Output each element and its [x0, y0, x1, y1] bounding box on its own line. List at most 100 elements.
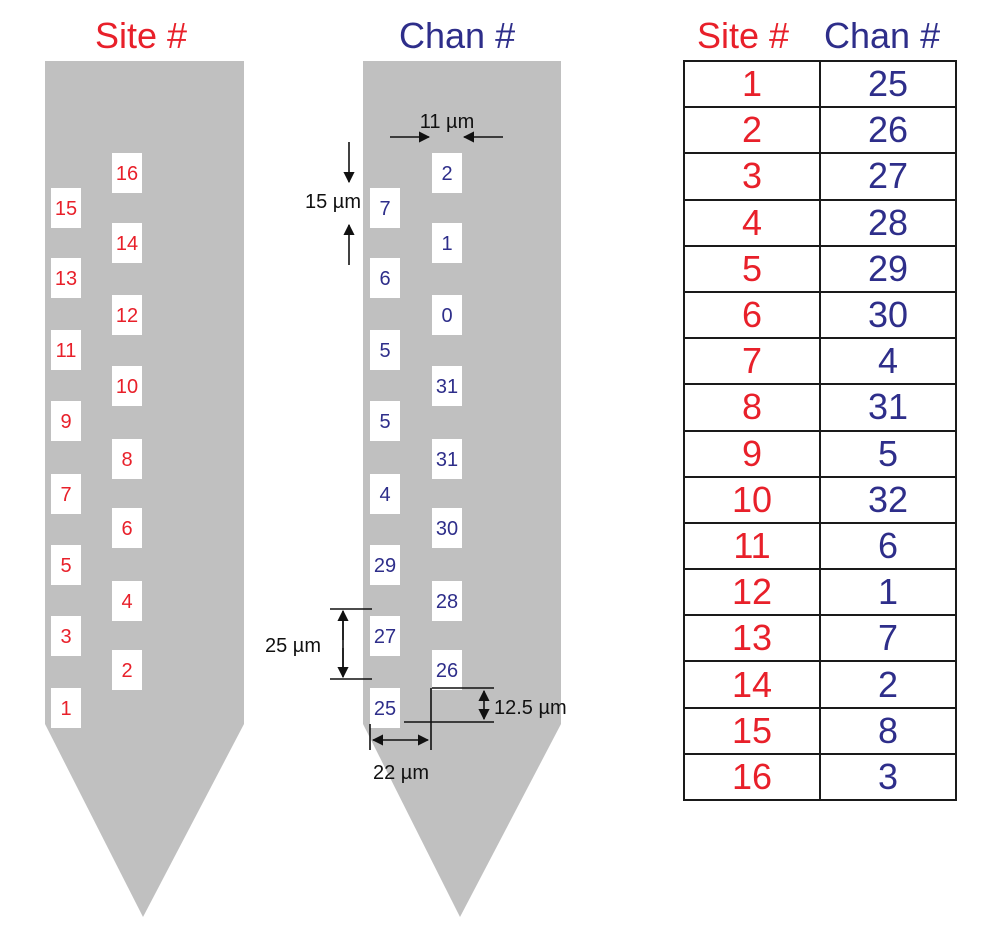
site-label: 12: [116, 305, 138, 327]
table-chan-header: Chan #: [824, 15, 941, 56]
site-cell: 15: [683, 706, 821, 755]
pad-width-dimension: 11 µm: [390, 111, 503, 143]
pad-height-dimension: 15 µm: [305, 142, 361, 265]
chan-cell: 29: [819, 244, 957, 293]
site-pad: [112, 223, 142, 263]
channel-label: 31: [436, 376, 458, 398]
site-label: 6: [121, 518, 132, 540]
channel-pad: [432, 508, 462, 548]
channel-pad: [370, 401, 400, 441]
site-cell: 6: [683, 290, 821, 340]
channel-pad: [432, 581, 462, 621]
channel-label: 5: [379, 411, 390, 433]
site-cell: 4: [683, 198, 821, 247]
chan-cell: 32: [819, 475, 957, 524]
site-label: 4: [121, 591, 132, 613]
site-pad: [112, 508, 142, 548]
site-label: 9: [60, 411, 71, 433]
site-cell: 3: [683, 152, 821, 201]
site-cell: 8: [683, 383, 821, 432]
site-label: 8: [121, 449, 132, 471]
left-shank: [45, 61, 244, 917]
channel-label: 7: [379, 198, 390, 220]
channel-pad: [370, 330, 400, 370]
site-label: 1: [60, 698, 71, 720]
channel-label: 2: [441, 163, 452, 185]
channel-label: 27: [374, 626, 396, 648]
left-shank-header: Site #: [95, 15, 188, 56]
channel-pad: [370, 688, 400, 728]
site-pad: [51, 330, 81, 370]
site-label: 2: [121, 660, 132, 682]
site-pad: [51, 474, 81, 514]
chan-cell: 26: [819, 106, 957, 155]
chan-cell: 25: [819, 59, 957, 109]
site-pad: [51, 188, 81, 228]
channel-pad: [432, 439, 462, 479]
channel-pad: [370, 258, 400, 298]
stagger-offset-dimension: 12.5 µm: [404, 687, 567, 723]
vertical-pitch-dimension: 25 µm: [265, 608, 372, 680]
channel-label: 28: [436, 591, 458, 613]
site-cell: 7: [683, 337, 821, 386]
pad-width-label: 11 µm: [420, 111, 475, 133]
channel-label: 5: [379, 340, 390, 362]
chan-cell: 2: [819, 660, 957, 709]
channel-pad: [432, 650, 462, 690]
site-pad: [112, 366, 142, 406]
site-label: 13: [55, 268, 77, 290]
site-pad: [51, 545, 81, 585]
channel-pad: [370, 545, 400, 585]
channel-pad: [370, 474, 400, 514]
horizontal-spacing-label: 22 µm: [373, 762, 429, 784]
channel-pad: [432, 366, 462, 406]
chan-cell: 8: [819, 706, 957, 755]
site-label: 3: [60, 626, 71, 648]
site-pad: [112, 295, 142, 335]
site-label: 5: [60, 555, 71, 577]
channel-pad: [432, 295, 462, 335]
channel-pad: [432, 153, 462, 193]
site-pad: [51, 616, 81, 656]
channel-pad: [432, 223, 462, 263]
channel-label: 31: [436, 449, 458, 471]
channel-label: 4: [379, 484, 390, 506]
site-cell: 1: [683, 59, 821, 109]
site-pad: [51, 258, 81, 298]
site-pad: [112, 153, 142, 193]
vertical-pitch-label: 25 µm: [265, 635, 321, 657]
site-label: 7: [60, 484, 71, 506]
chan-cell: 3: [819, 752, 957, 802]
site-cell: 2: [683, 106, 821, 155]
site-cell: 16: [683, 752, 821, 802]
channel-label: 26: [436, 660, 458, 682]
channel-label: 1: [441, 233, 452, 255]
channel-label: 0: [441, 305, 452, 327]
site-cell: 13: [683, 614, 821, 663]
site-cell: 10: [683, 475, 821, 524]
right-shank: [363, 61, 561, 917]
horizontal-spacing-dimension: 22 µm: [369, 688, 432, 784]
chan-cell: 6: [819, 521, 957, 571]
channel-label: 6: [379, 268, 390, 290]
site-cell: 12: [683, 568, 821, 617]
site-pad: [112, 650, 142, 690]
site-pad: [51, 688, 81, 728]
chan-cell: 27: [819, 152, 957, 201]
chan-cell: 5: [819, 429, 957, 478]
site-label: 16: [116, 163, 138, 185]
